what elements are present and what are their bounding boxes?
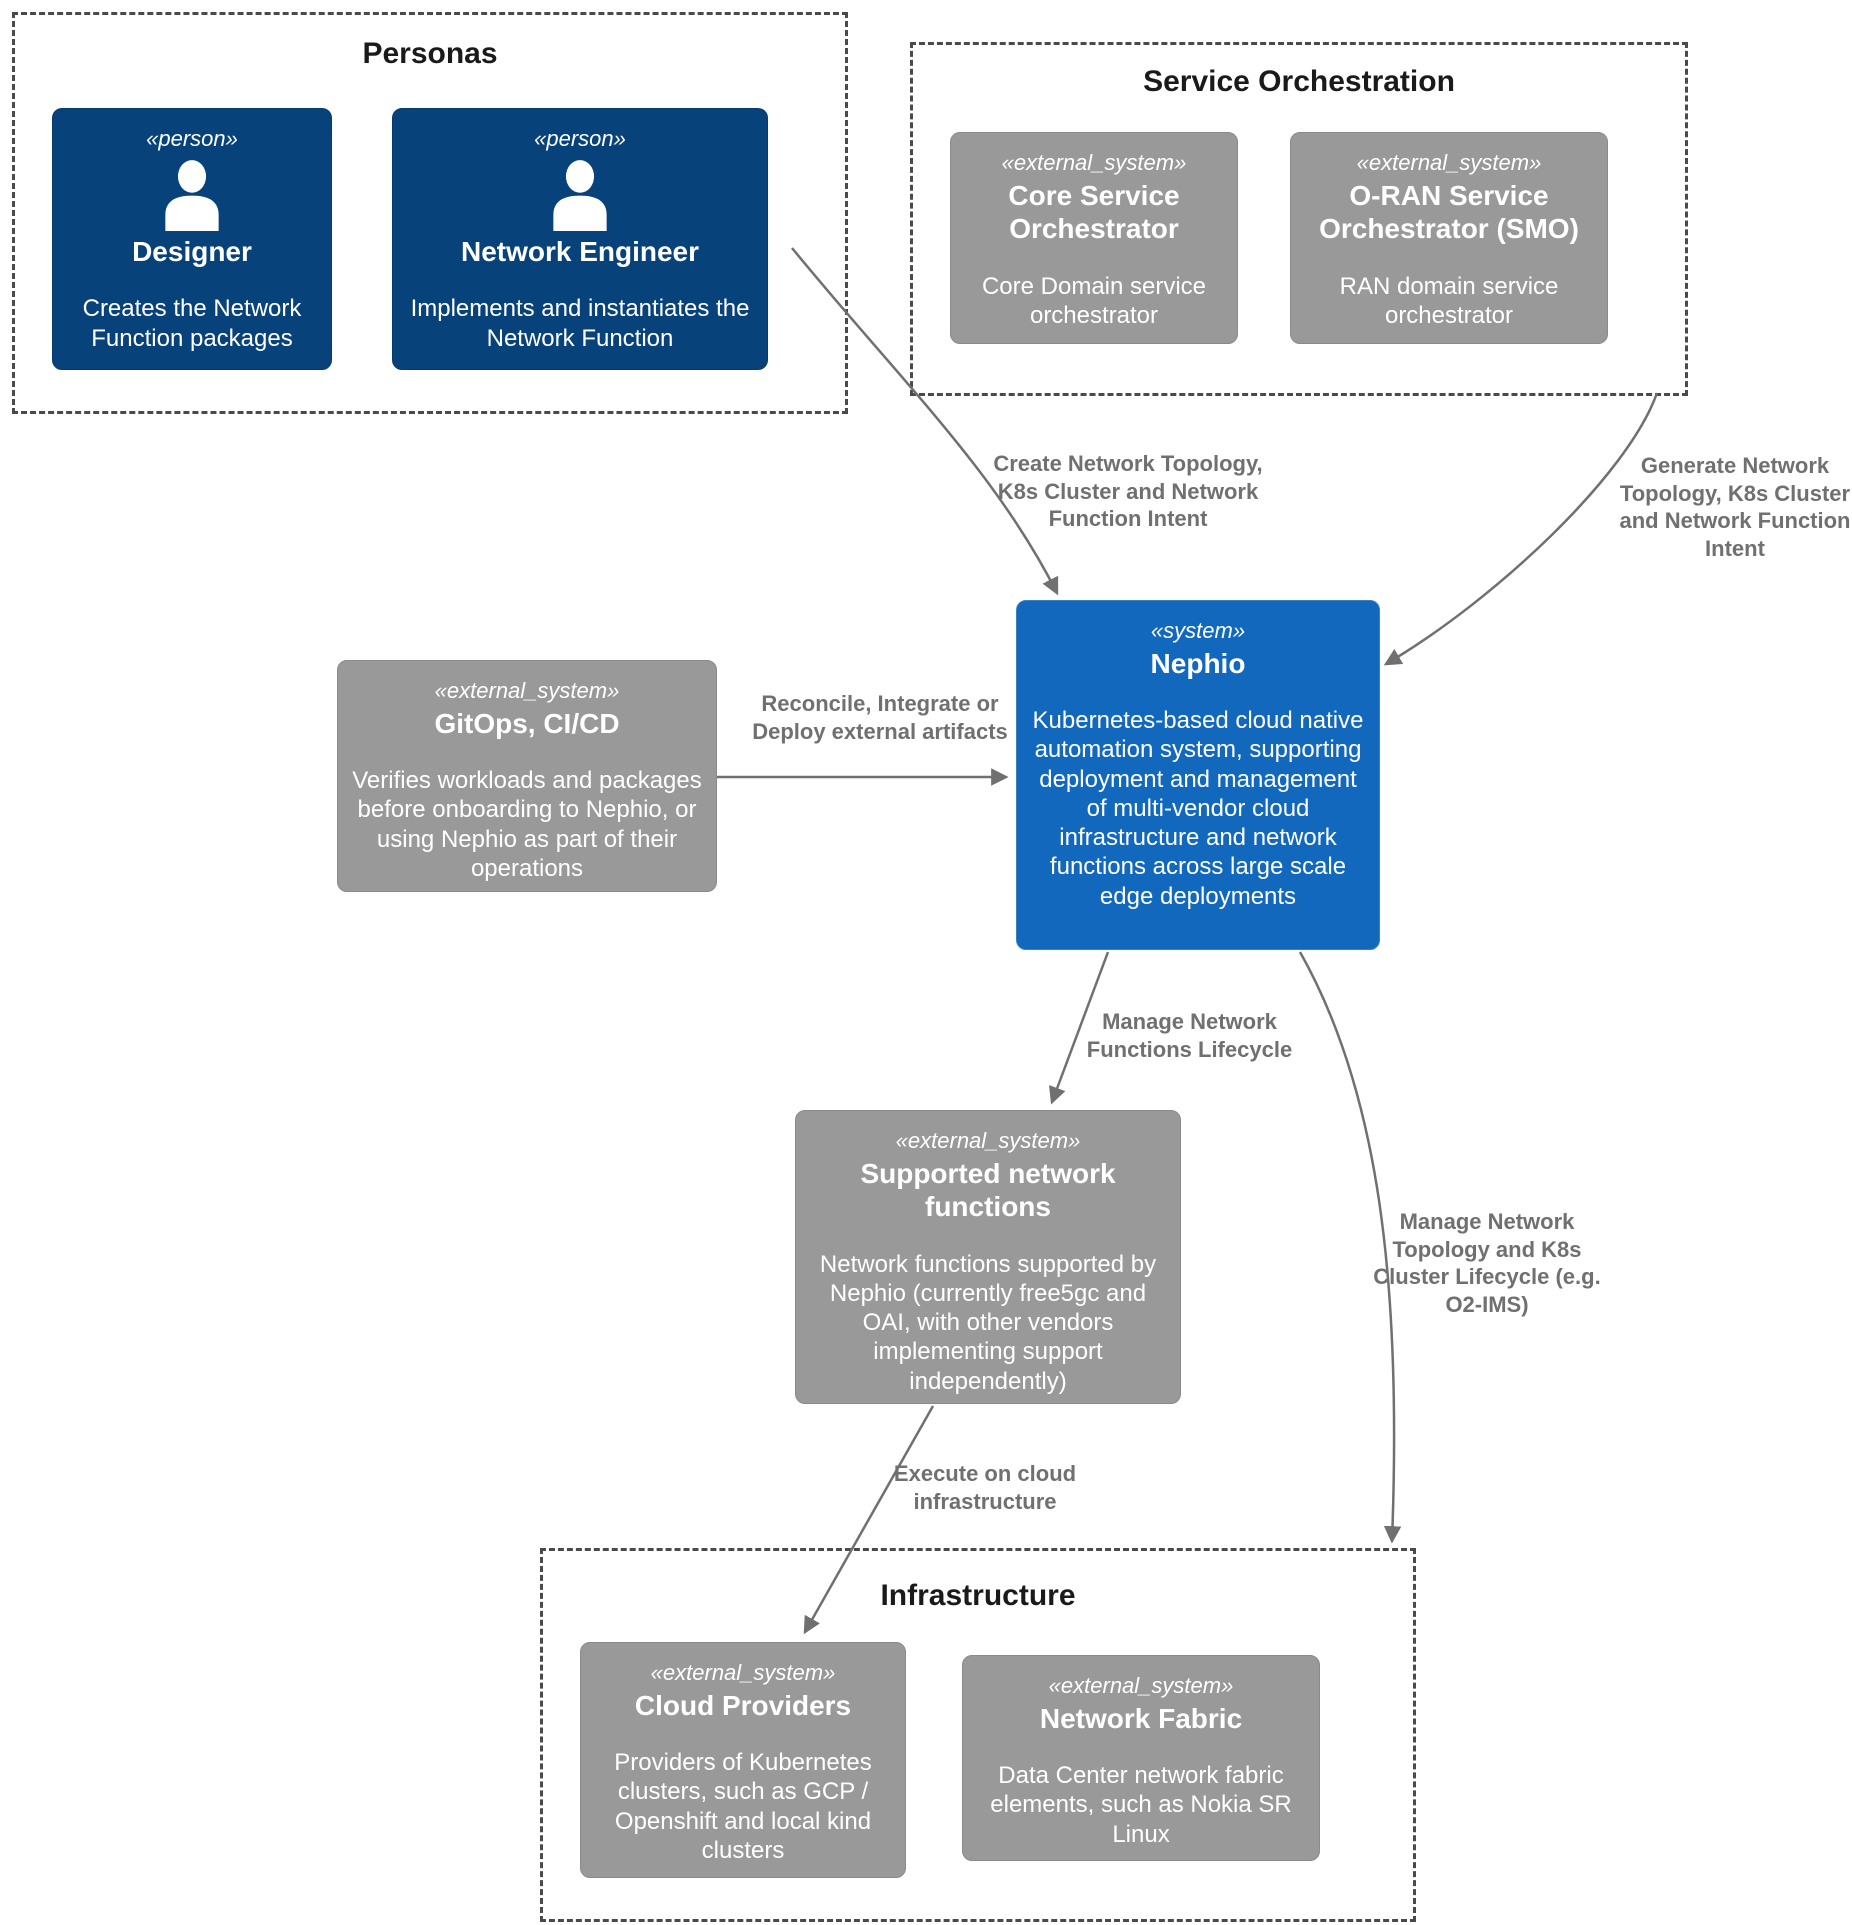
service-orchestration-group-boundary: Service Orchestration (910, 42, 1688, 396)
nephio-system-node: «system» Nephio Kubernetes-based cloud n… (1016, 600, 1380, 950)
node-stereotype: «system» (1150, 618, 1246, 643)
node-stereotype: «external_system» (1048, 1673, 1234, 1698)
node-stereotype: «external_system» (650, 1660, 836, 1685)
node-description: Providers of Kubernetes clusters, such a… (614, 1749, 872, 1864)
node-stereotype: «external_system» (1001, 150, 1187, 175)
node-description: Core Domain service orchestrator (981, 272, 1207, 329)
node-name: GitOps, CI/CD (434, 707, 620, 739)
node-description: Network functions supported by Nephio (c… (819, 1250, 1157, 1395)
cloud-providers-node: «external_system» Cloud Providers Provid… (580, 1642, 906, 1878)
node-name: Network Engineer (460, 235, 700, 267)
node-description: Verifies workloads and packages before o… (352, 767, 702, 882)
supported-network-functions-node: «external_system» Supported network func… (795, 1110, 1181, 1404)
network-engineer-person-node: «person» Network Engineer Implements and… (392, 108, 768, 370)
node-description: RAN domain service orchestrator (1339, 272, 1559, 329)
node-stereotype: «person» (534, 126, 626, 151)
node-name: O-RAN Service Orchestrator (SMO) (1319, 179, 1579, 245)
person-icon (553, 159, 607, 231)
person-icon (165, 159, 219, 231)
node-description: Kubernetes-based cloud native automation… (1032, 707, 1364, 910)
edge-label-reconcile: Reconcile, Integrate or Deploy external … (752, 691, 1008, 744)
node-name: Designer (132, 235, 252, 267)
core-service-orchestrator-node: «external_system» Core Service Orchestra… (950, 132, 1238, 344)
personas-group-boundary: Personas (12, 12, 848, 414)
gitops-node: «external_system» GitOps, CI/CD Verifies… (337, 660, 717, 892)
personas-group-title: Personas (362, 37, 498, 70)
node-stereotype: «external_system» (434, 678, 620, 703)
edge-label-generate-intent: Generate Network Topology, K8s Cluster a… (1619, 453, 1851, 561)
node-description: Implements and instantiates the Network … (410, 295, 750, 352)
oran-service-orchestrator-node: «external_system» O-RAN Service Orchestr… (1290, 132, 1608, 344)
edge-label-execute-on-cloud: Execute on cloud infrastructure (893, 1461, 1077, 1514)
infrastructure-group-title: Infrastructure (880, 1579, 1076, 1612)
node-description: Creates the Network Function packages (82, 295, 302, 352)
node-name: Core Service Orchestrator (1008, 179, 1180, 245)
node-name: Cloud Providers (634, 1689, 852, 1721)
node-name: Network Fabric (1039, 1702, 1243, 1734)
node-description: Data Center network fabric elements, suc… (990, 1762, 1292, 1848)
node-name: Supported network functions (860, 1157, 1116, 1223)
edge-label-manage-topology: Manage Network Topology and K8s Cluster … (1373, 1209, 1601, 1317)
edge-label-manage-nf-lifecycle: Manage Network Functions Lifecycle (1086, 1009, 1293, 1062)
node-name: Nephio (1150, 647, 1246, 679)
node-stereotype: «external_system» (1356, 150, 1542, 175)
edge-label-create-intent: Create Network Topology, K8s Cluster and… (993, 451, 1263, 531)
network-fabric-node: «external_system» Network Fabric Data Ce… (962, 1655, 1320, 1861)
node-stereotype: «external_system» (895, 1128, 1081, 1153)
node-stereotype: «person» (146, 126, 238, 151)
service-orchestration-group-title: Service Orchestration (1143, 65, 1455, 98)
designer-person-node: «person» Designer Creates the Network Fu… (52, 108, 332, 370)
